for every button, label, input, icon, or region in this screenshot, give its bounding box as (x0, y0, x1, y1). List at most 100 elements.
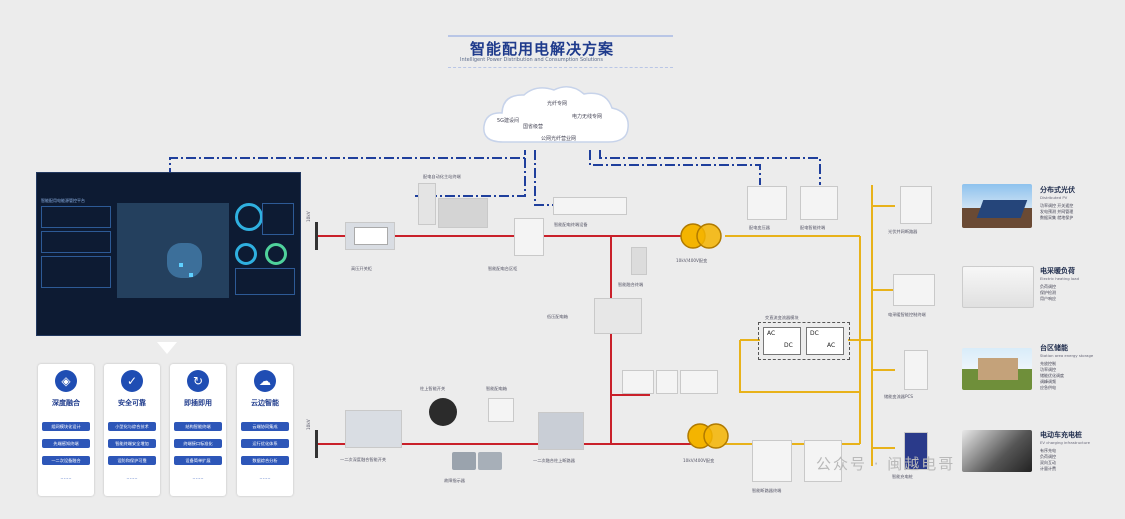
feature-card: ◈ 深度融合 组网模块化设计 先端感知终端 一二次设备融合 ······· (38, 364, 94, 496)
cloud-label-3: 电力无线专网 (572, 114, 603, 120)
card-more: ······· (60, 476, 72, 482)
feature-card: ✓ 安全可靠 小型化与综合技术 智能终端安全增加 设防和保护可靠 ······· (104, 364, 160, 496)
switch-label: 高压开关柜 (351, 266, 372, 271)
dashboard-widget (262, 203, 294, 235)
fusion-terminal-label: 低压配电箱 (547, 314, 568, 319)
pole-breaker (538, 412, 584, 450)
breaker-label: 一二次融合柱上断路器 (533, 458, 575, 463)
device-label: 智能配电台区柜 (488, 266, 518, 271)
load-title: 电动车充电桩 (1040, 431, 1082, 439)
feature-card: ☁ 云边智能 云端协同集成 运行优化体系 数据综合分析 ······· (237, 364, 293, 496)
diagram-subtitle: Intelligent Power Distribution and Consu… (460, 57, 603, 63)
card-item: 设备简单扩展 (174, 456, 222, 465)
card-title: 深度融合 (52, 399, 80, 407)
card-title: 即插即用 (184, 399, 212, 407)
map-view (117, 203, 229, 298)
high-voltage-switch (345, 222, 395, 250)
card-more: ······· (192, 476, 204, 482)
cloud-label-4: 国省级营 (523, 124, 544, 130)
watermark: 公众号 · 闽越电哥 (816, 455, 956, 473)
card-item: 终端接口标准化 (174, 439, 222, 448)
switch-label: 一二次深度融合智能开关 (340, 457, 387, 462)
fusion-terminal (594, 298, 642, 334)
charging-pile (904, 432, 928, 470)
load-title: 分布式光伏 (1040, 186, 1075, 194)
converter-module: AC DC DC AC (758, 322, 850, 360)
device-label: 柱上智能开关 (420, 386, 446, 391)
card-item: 智能终端安全增加 (108, 439, 156, 448)
communication-links (169, 150, 821, 206)
cloud-label-5: 公网光纤营业网 (541, 136, 577, 142)
load-subtitle: Distributed PV (1040, 195, 1068, 200)
transformer-label: 10kV/400V配变 (676, 258, 708, 263)
cloud-label-2: 5G建设间 (497, 118, 520, 124)
right-device-label: 储能变流器PCS (884, 394, 914, 399)
device-label: 配电智能终端 (800, 225, 826, 230)
heating-controller (893, 274, 935, 306)
ac-dc-converter: AC DC (763, 327, 801, 355)
converter-title: 交直流变流器模块 (765, 315, 799, 320)
storage-photo (962, 348, 1032, 390)
distribution-box (804, 440, 842, 482)
card-item: 设防和保护可靠 (108, 456, 156, 465)
load-title: 台区储能 (1040, 344, 1068, 352)
voltage-label: 10kV (306, 211, 311, 222)
fusion-icon: ◈ (55, 370, 77, 392)
control-desk (438, 198, 488, 228)
card-item: 云端协同集成 (241, 422, 289, 431)
cloud-icon: ☁ (254, 370, 276, 392)
device-label: 智能配电箱 (486, 386, 507, 391)
fault-indicator (452, 452, 476, 470)
solar-panel (976, 200, 1028, 218)
dashboard-widget (235, 268, 295, 295)
right-device-label: 智能充电桩 (892, 474, 913, 479)
gauge-widget (235, 203, 263, 231)
energy-storage-pcs (904, 350, 928, 390)
integrated-switch (345, 410, 402, 448)
distribution-box (752, 440, 792, 482)
dashboard-header: 智能配用电能源管控平台 (41, 198, 85, 203)
distribution-box (747, 186, 787, 220)
dashboard-widget (41, 206, 111, 228)
relay-label: 智能融合终端 (618, 282, 644, 287)
distribution-box (800, 186, 838, 220)
transformer-icon (687, 423, 729, 449)
refresh-icon: ↻ (187, 370, 209, 392)
load-functions: 负荷调控 保护检测 用户响应 (1040, 284, 1056, 301)
arrow-down-icon (157, 342, 177, 354)
card-more: ······· (126, 476, 138, 482)
diagram-title: 智能配用电解决方案 (470, 40, 615, 58)
card-item: 数据综合分析 (241, 456, 289, 465)
card-item: 小型化与综合技术 (108, 422, 156, 431)
device-label: 配电变压器 (749, 225, 770, 230)
ac-label: AC (827, 342, 836, 349)
title-frame (448, 35, 673, 68)
card-title: 云边智能 (251, 399, 279, 407)
distribution-cabinet (514, 218, 544, 256)
ev-photo (962, 430, 1032, 472)
card-item: 组网模块化设计 (42, 422, 90, 431)
load-functions: 功率调控 开关遥控 发电预测 并网管理 数据采集 就地保护 (1040, 203, 1074, 220)
dc-label: DC (784, 342, 793, 349)
card-item: 结构智能终端 (174, 422, 222, 431)
dc-ac-converter: DC AC (806, 327, 844, 355)
gauge-widget (235, 243, 257, 265)
transformer-icon (680, 223, 722, 249)
transformer-label: 10kV/400V配变 (683, 458, 715, 463)
feature-card: ↻ 即插即用 结构智能终端 终端接口标准化 设备简单扩展 ······· (170, 364, 226, 496)
map-marker (189, 273, 193, 277)
right-device-label: 光伏并网断路器 (888, 229, 918, 234)
load-subtitle: Electric heating load (1040, 276, 1080, 281)
card-title: 安全可靠 (118, 399, 146, 407)
load-functions: 有序充电 负荷调控 双向互动 计量计费 (1040, 448, 1056, 471)
right-device-label: 电采暖智能控制终端 (888, 312, 926, 317)
fault-indicator (478, 452, 502, 470)
terminal-device (553, 197, 627, 215)
card-more: ······· (259, 476, 271, 482)
platform-dashboard: 智能配用电能源管控平台 (36, 172, 301, 336)
device-label: 智能断路器终端 (752, 488, 782, 493)
map-region (167, 243, 202, 278)
master-station-cabinet (418, 183, 436, 225)
load-subtitle: EV charging infrastructure (1040, 440, 1090, 445)
house-shape (978, 358, 1018, 380)
